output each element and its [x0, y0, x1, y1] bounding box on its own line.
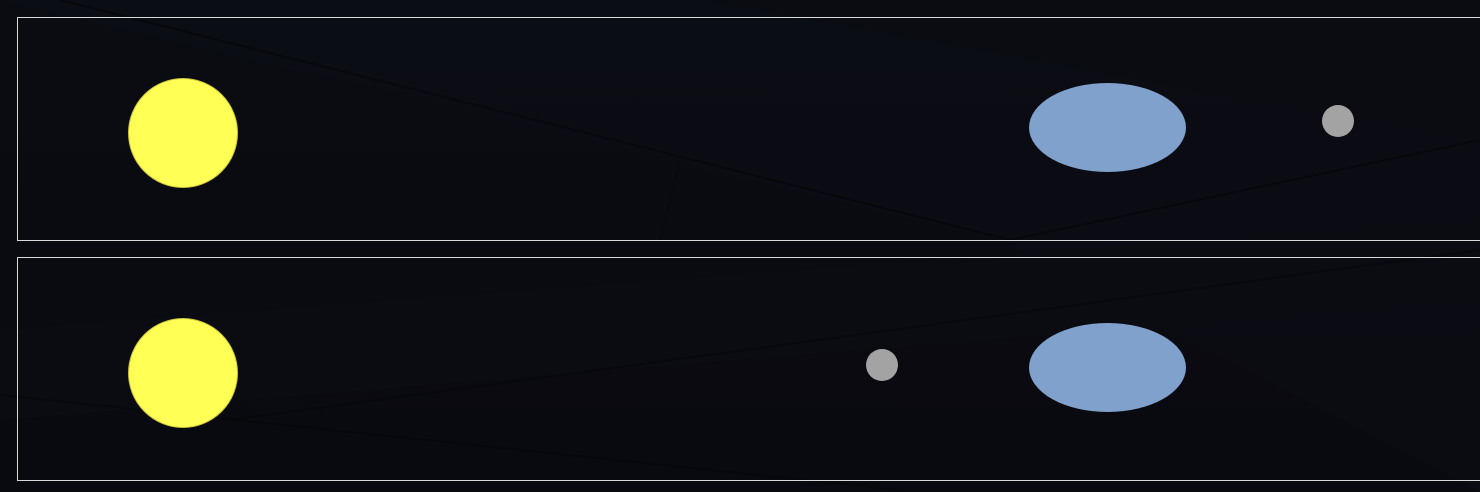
sun-icon [128, 318, 238, 428]
panel-bottom [17, 257, 1480, 481]
panel-top [17, 17, 1480, 241]
sun-icon [128, 78, 238, 188]
moon-icon [1322, 105, 1354, 137]
planet-icon [1029, 323, 1186, 412]
moon-icon [866, 349, 898, 381]
planet-icon [1029, 83, 1186, 172]
